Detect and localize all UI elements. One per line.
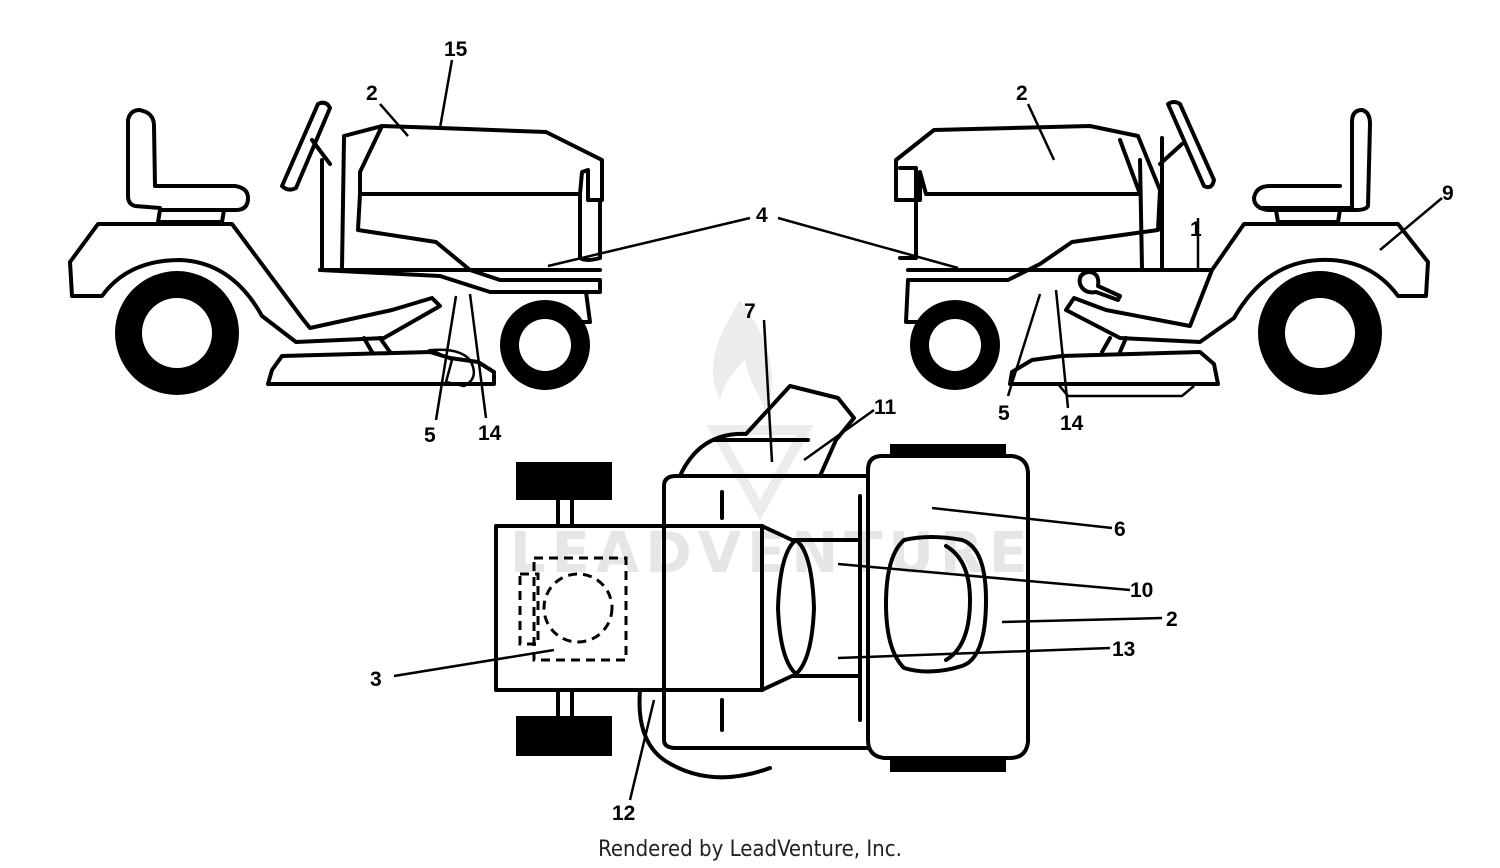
leadventure-watermark: LEADVENTURE <box>510 300 1033 586</box>
tractor-top-view <box>494 384 1030 780</box>
rendered-by-footer: Rendered by LeadVenture, Inc. <box>598 837 902 862</box>
callout-1: 1 <box>1190 218 1202 241</box>
callout-9: 9 <box>1442 182 1454 205</box>
callout-10: 10 <box>1130 579 1153 602</box>
callout-5-left: 5 <box>424 424 436 447</box>
callout-2-right: 2 <box>1016 82 1028 105</box>
watermark-text: LEADVENTURE <box>510 521 1033 586</box>
callout-6: 6 <box>1114 518 1126 541</box>
callout-5-right: 5 <box>998 402 1010 425</box>
callout-7: 7 <box>744 300 756 323</box>
callout-2-left: 2 <box>366 82 378 105</box>
callout-14-left: 14 <box>478 422 502 445</box>
callout-4: 4 <box>756 204 768 227</box>
callout-3: 3 <box>370 668 382 691</box>
callout-13: 13 <box>1112 638 1135 661</box>
leader-lines <box>379 59 1443 801</box>
tractor-right-side-view <box>894 100 1430 398</box>
callout-11: 11 <box>874 396 897 419</box>
tractor-left-side-view <box>68 100 604 395</box>
callout-2-top: 2 <box>1166 608 1178 631</box>
callout-labels: 15 2 4 5 14 2 1 9 5 14 7 11 6 10 2 13 3 … <box>366 38 1454 825</box>
callout-12: 12 <box>612 802 635 825</box>
callout-15: 15 <box>444 38 468 61</box>
callout-14-right: 14 <box>1060 412 1084 435</box>
